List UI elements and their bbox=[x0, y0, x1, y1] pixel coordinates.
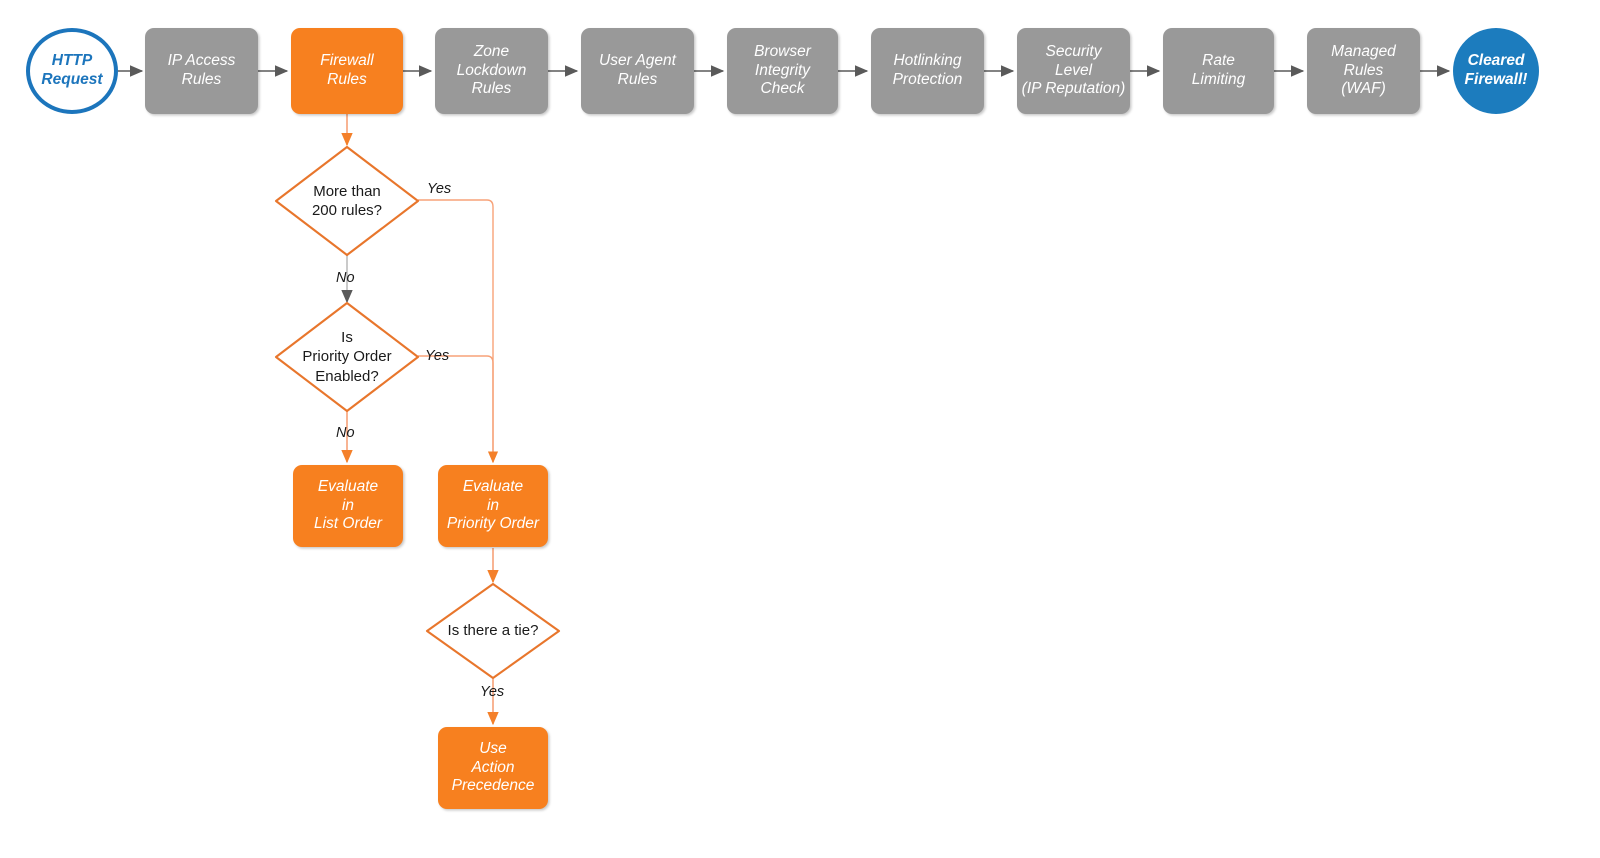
edge-label-tie-yes: Yes bbox=[480, 684, 505, 700]
edge-label-more-than-200-yes: Yes bbox=[427, 181, 452, 197]
decision-label: Is there a tie? bbox=[447, 622, 539, 640]
edge-label-more-than-200-no: No bbox=[336, 270, 355, 286]
decision-is-there-a-tie[interactable]: Is there a tie? bbox=[425, 613, 561, 649]
edge-label-priority-order-yes: Yes bbox=[425, 348, 450, 364]
edge-label-priority-order-no: No bbox=[336, 425, 355, 441]
